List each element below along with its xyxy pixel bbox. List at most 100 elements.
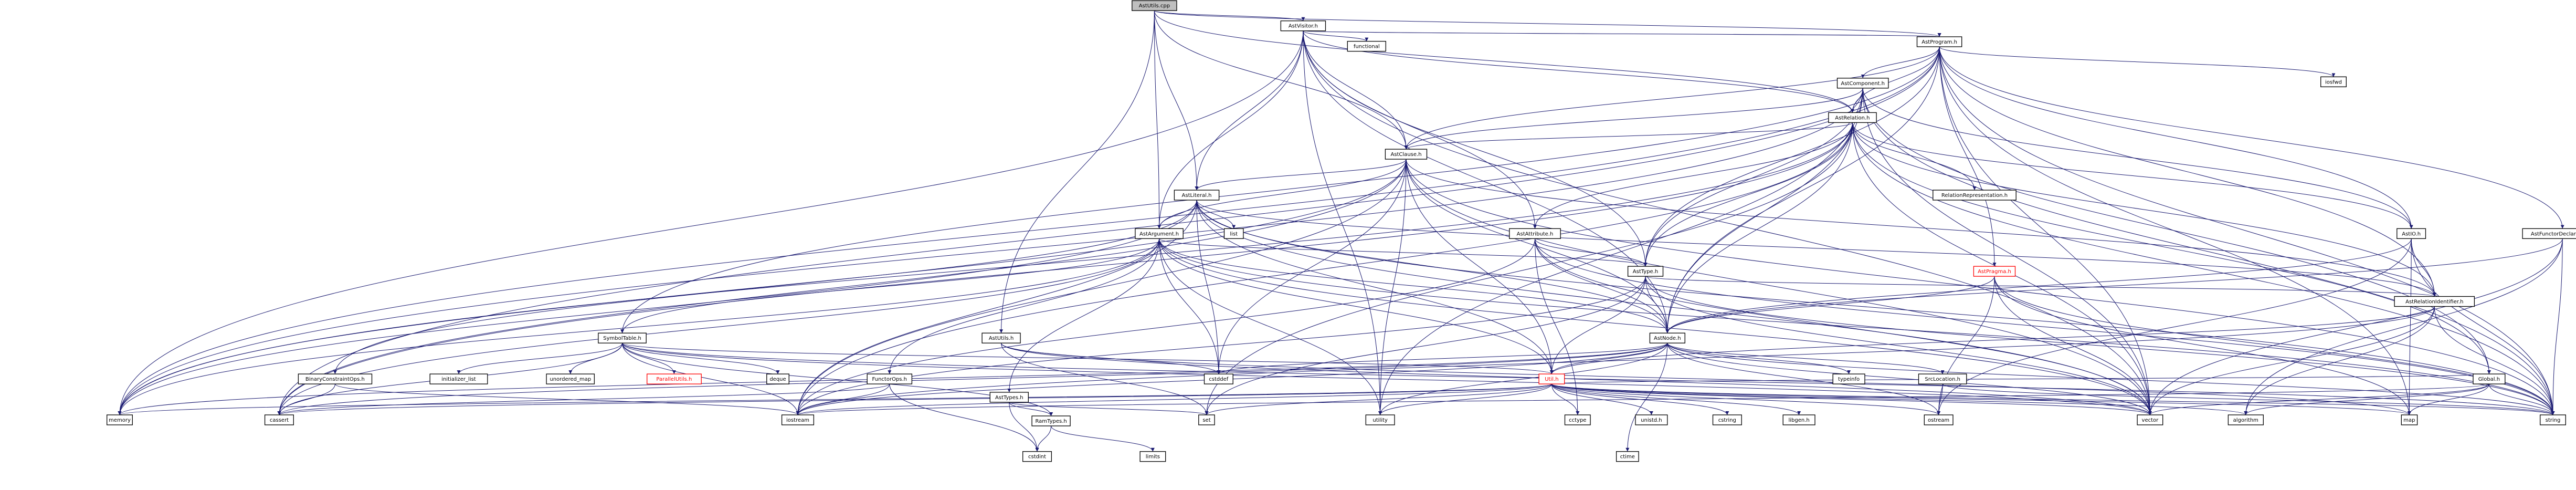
- node-typeinfo[interactable]: typeinfo: [1832, 373, 1865, 384]
- node-box: [1203, 373, 1233, 384]
- node-ostream[interactable]: ostream: [1924, 414, 1954, 425]
- edge-astpragma-to-string: [1994, 276, 2555, 415]
- edge-util-to-cctype: [1551, 384, 1580, 415]
- node-astrelation[interactable]: AstRelation.h: [1828, 112, 1877, 123]
- node-iostream[interactable]: iostream: [781, 414, 815, 425]
- node-cassert[interactable]: cassert: [264, 414, 294, 425]
- edge-ramtypes-to-cstdint: [1035, 425, 1052, 452]
- node-label: vector: [2142, 418, 2159, 423]
- node-functorops[interactable]: FunctorOps.h: [867, 373, 913, 384]
- edge-astcomponent-to-astclause: [1404, 88, 1863, 150]
- node-label: SymbolTable.h: [603, 336, 641, 341]
- node-label: initializer_list: [441, 377, 476, 382]
- node-cstddef[interactable]: cstddef: [1203, 373, 1233, 384]
- node-astprogram[interactable]: AstProgram.h: [1916, 36, 1962, 47]
- node-map[interactable]: map: [2401, 414, 2418, 425]
- node-astpragma[interactable]: AstPragma.h: [1973, 266, 2016, 277]
- edge-astliteral-to-iostream: [796, 200, 1197, 415]
- edge-astrelation-to-astclause: [1404, 122, 1853, 150]
- node-limits[interactable]: limits: [1139, 451, 1166, 462]
- edge-root-to-astprogram: [1154, 10, 1941, 37]
- node-cctype[interactable]: cctype: [1564, 414, 1591, 425]
- node-parallelutils[interactable]: ParallelUtils.h: [647, 373, 702, 384]
- node-asttypes[interactable]: AstTypes.h: [989, 392, 1029, 403]
- edge-util-to-libgen: [1551, 383, 1801, 415]
- node-astnode[interactable]: AstNode.h: [1649, 332, 1685, 343]
- edge-astargument-to-asttype: [1159, 238, 1648, 267]
- node-relationrepresentation[interactable]: RelationRepresentation.h: [1933, 190, 2017, 201]
- node-global[interactable]: Global.h: [2473, 373, 2506, 384]
- node-label: ostream: [1928, 418, 1949, 423]
- node-box: [1198, 414, 1215, 425]
- node-label: BinaryConstraintOps.h: [305, 377, 365, 382]
- node-astcomponent[interactable]: AstComponent.h: [1836, 78, 1889, 89]
- edge-asttype-to-util: [1549, 276, 1646, 374]
- node-astfunctordeclaration[interactable]: AstFunctorDeclaration.h: [2522, 228, 2576, 239]
- edge-asttype-to-vector: [1645, 276, 2152, 415]
- node-algorithm[interactable]: algorithm: [2227, 414, 2264, 425]
- node-srclocation[interactable]: SrcLocation.h: [1918, 373, 1967, 384]
- edge-astrelation-to-string: [1852, 122, 2555, 415]
- node-vector[interactable]: vector: [2137, 414, 2163, 425]
- edge-global-to-vector: [2148, 383, 2489, 415]
- node-astutilsh[interactable]: AstUtils.h: [981, 332, 1021, 343]
- edge-astclause-to-memory: [118, 159, 1407, 415]
- node-label: AstIO.h: [2402, 231, 2421, 237]
- edge-global-to-util: [1550, 373, 2489, 384]
- node-label: AstRelation.h: [1835, 115, 1870, 121]
- edge-astargument-to-memory: [118, 238, 1160, 415]
- node-box: [2394, 296, 2475, 307]
- edge-util-to-cassert: [278, 383, 1552, 415]
- node-string[interactable]: string: [2540, 414, 2566, 425]
- node-deque[interactable]: deque: [766, 373, 789, 384]
- edge-astclause-to-util: [1406, 159, 1554, 374]
- node-box: [1712, 414, 1742, 425]
- node-memory[interactable]: memory: [107, 414, 133, 425]
- edge-asttype-to-string: [1645, 276, 2555, 415]
- node-list[interactable]: list: [1223, 228, 1244, 239]
- node-functional[interactable]: functional: [1347, 40, 1386, 52]
- edge-symboltable-to-initializer_list: [457, 343, 623, 374]
- node-initializer_list[interactable]: initializer_list: [429, 373, 488, 384]
- node-box: [1973, 266, 2016, 277]
- node-label: AstNode.h: [1654, 336, 1681, 341]
- node-astliteral[interactable]: AstLiteral.h: [1174, 190, 1220, 201]
- node-unistd[interactable]: unistd.h: [1635, 414, 1668, 425]
- node-label: Util.h: [1545, 377, 1558, 382]
- edge-astvisitor-to-astliteral: [1195, 30, 1304, 191]
- node-label: AstProgram.h: [1922, 39, 1957, 45]
- node-label: FunctorOps.h: [872, 377, 907, 382]
- node-utility[interactable]: utility: [1365, 414, 1395, 425]
- node-root[interactable]: AstUtils.cpp: [1132, 0, 1177, 11]
- node-label: cstddef: [1209, 377, 1228, 382]
- node-astattribute[interactable]: AstAttribute.h: [1509, 228, 1561, 239]
- edge-astfunctordeclaration-to-vector: [2148, 238, 2563, 415]
- node-astclause[interactable]: AstClause.h: [1385, 149, 1428, 160]
- node-symboltable[interactable]: SymbolTable.h: [598, 332, 647, 343]
- node-cstdint[interactable]: cstdint: [1022, 451, 1052, 462]
- node-ctime[interactable]: ctime: [1616, 451, 1639, 462]
- node-set[interactable]: set: [1198, 414, 1215, 425]
- node-ramtypes[interactable]: RamTypes.h: [1031, 415, 1071, 426]
- node-astargument[interactable]: AstArgument.h: [1135, 228, 1184, 239]
- node-astvisitor[interactable]: AstVisitor.h: [1280, 20, 1326, 32]
- node-label: cstdint: [1028, 454, 1046, 460]
- node-libgen[interactable]: libgen.h: [1782, 414, 1815, 425]
- node-binaryconstraintops[interactable]: BinaryConstraintOps.h: [298, 373, 373, 384]
- node-asttype[interactable]: AstType.h: [1627, 266, 1664, 277]
- node-unordered_map[interactable]: unordered_map: [546, 373, 595, 384]
- node-label: AstPragma.h: [1978, 269, 2011, 275]
- node-util[interactable]: Util.h: [1538, 373, 1565, 384]
- edge-astclause-to-cstddef: [1217, 159, 1407, 374]
- node-astrelationidentifier[interactable]: AstRelationIdentifier.h: [2394, 296, 2475, 307]
- node-astio[interactable]: AstIO.h: [2396, 228, 2426, 239]
- node-box: [1635, 414, 1668, 425]
- node-box: [1538, 373, 1565, 384]
- edge-astattribute-to-asttype: [1535, 238, 1648, 267]
- node-label: ParallelUtils.h: [656, 377, 692, 382]
- edge-global-to-string: [2488, 384, 2555, 415]
- node-box: [1627, 266, 1664, 277]
- node-iosfwd[interactable]: iosfwd: [2320, 76, 2347, 87]
- node-cstring[interactable]: cstring: [1712, 414, 1742, 425]
- edge-astprogram-to-astfunctordeclaration: [1939, 46, 2564, 229]
